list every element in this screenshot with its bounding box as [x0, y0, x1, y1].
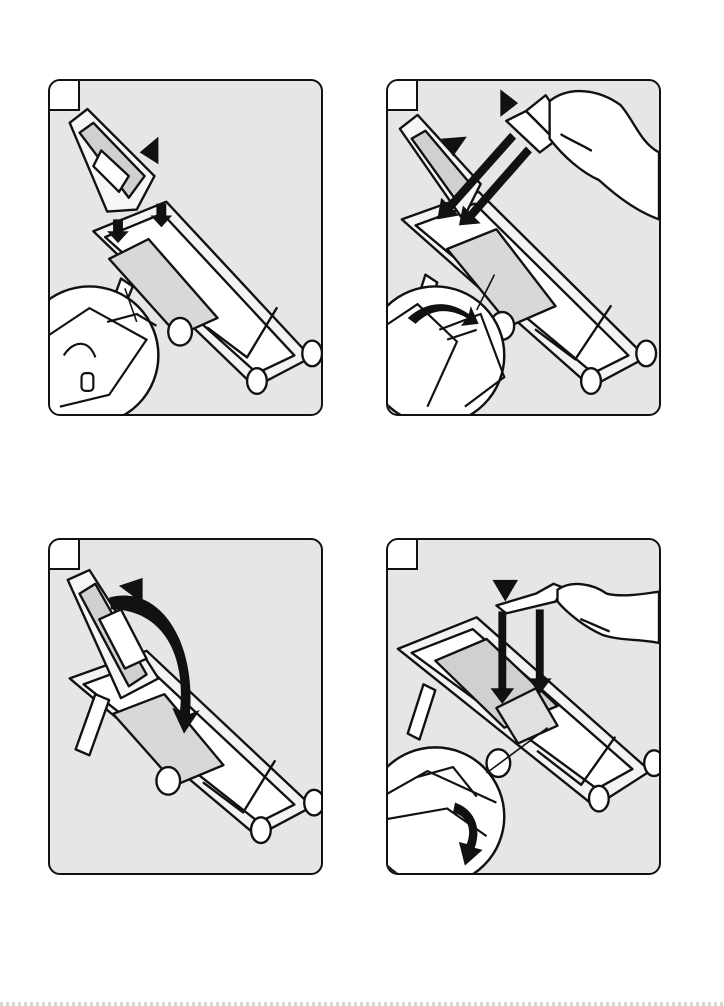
- page-bottom-edge: [0, 1002, 724, 1006]
- step-panel-1: [48, 79, 323, 416]
- illustration-fold-blade-holder: [50, 540, 321, 873]
- step-number-box-1: [50, 81, 80, 111]
- step-panel-3: [48, 538, 323, 875]
- step-number-box-2: [388, 81, 418, 111]
- pointer-triangle: [140, 137, 159, 165]
- illustration-insert-blade: [388, 540, 659, 873]
- illustration-insert-julienne-blade: [388, 81, 659, 414]
- illustration-attach-blade-holder: [50, 81, 321, 414]
- step-number-box-3: [50, 540, 80, 570]
- step-number-box-4: [388, 540, 418, 570]
- step-panel-2: [386, 79, 661, 416]
- step-panel-4: [386, 538, 661, 875]
